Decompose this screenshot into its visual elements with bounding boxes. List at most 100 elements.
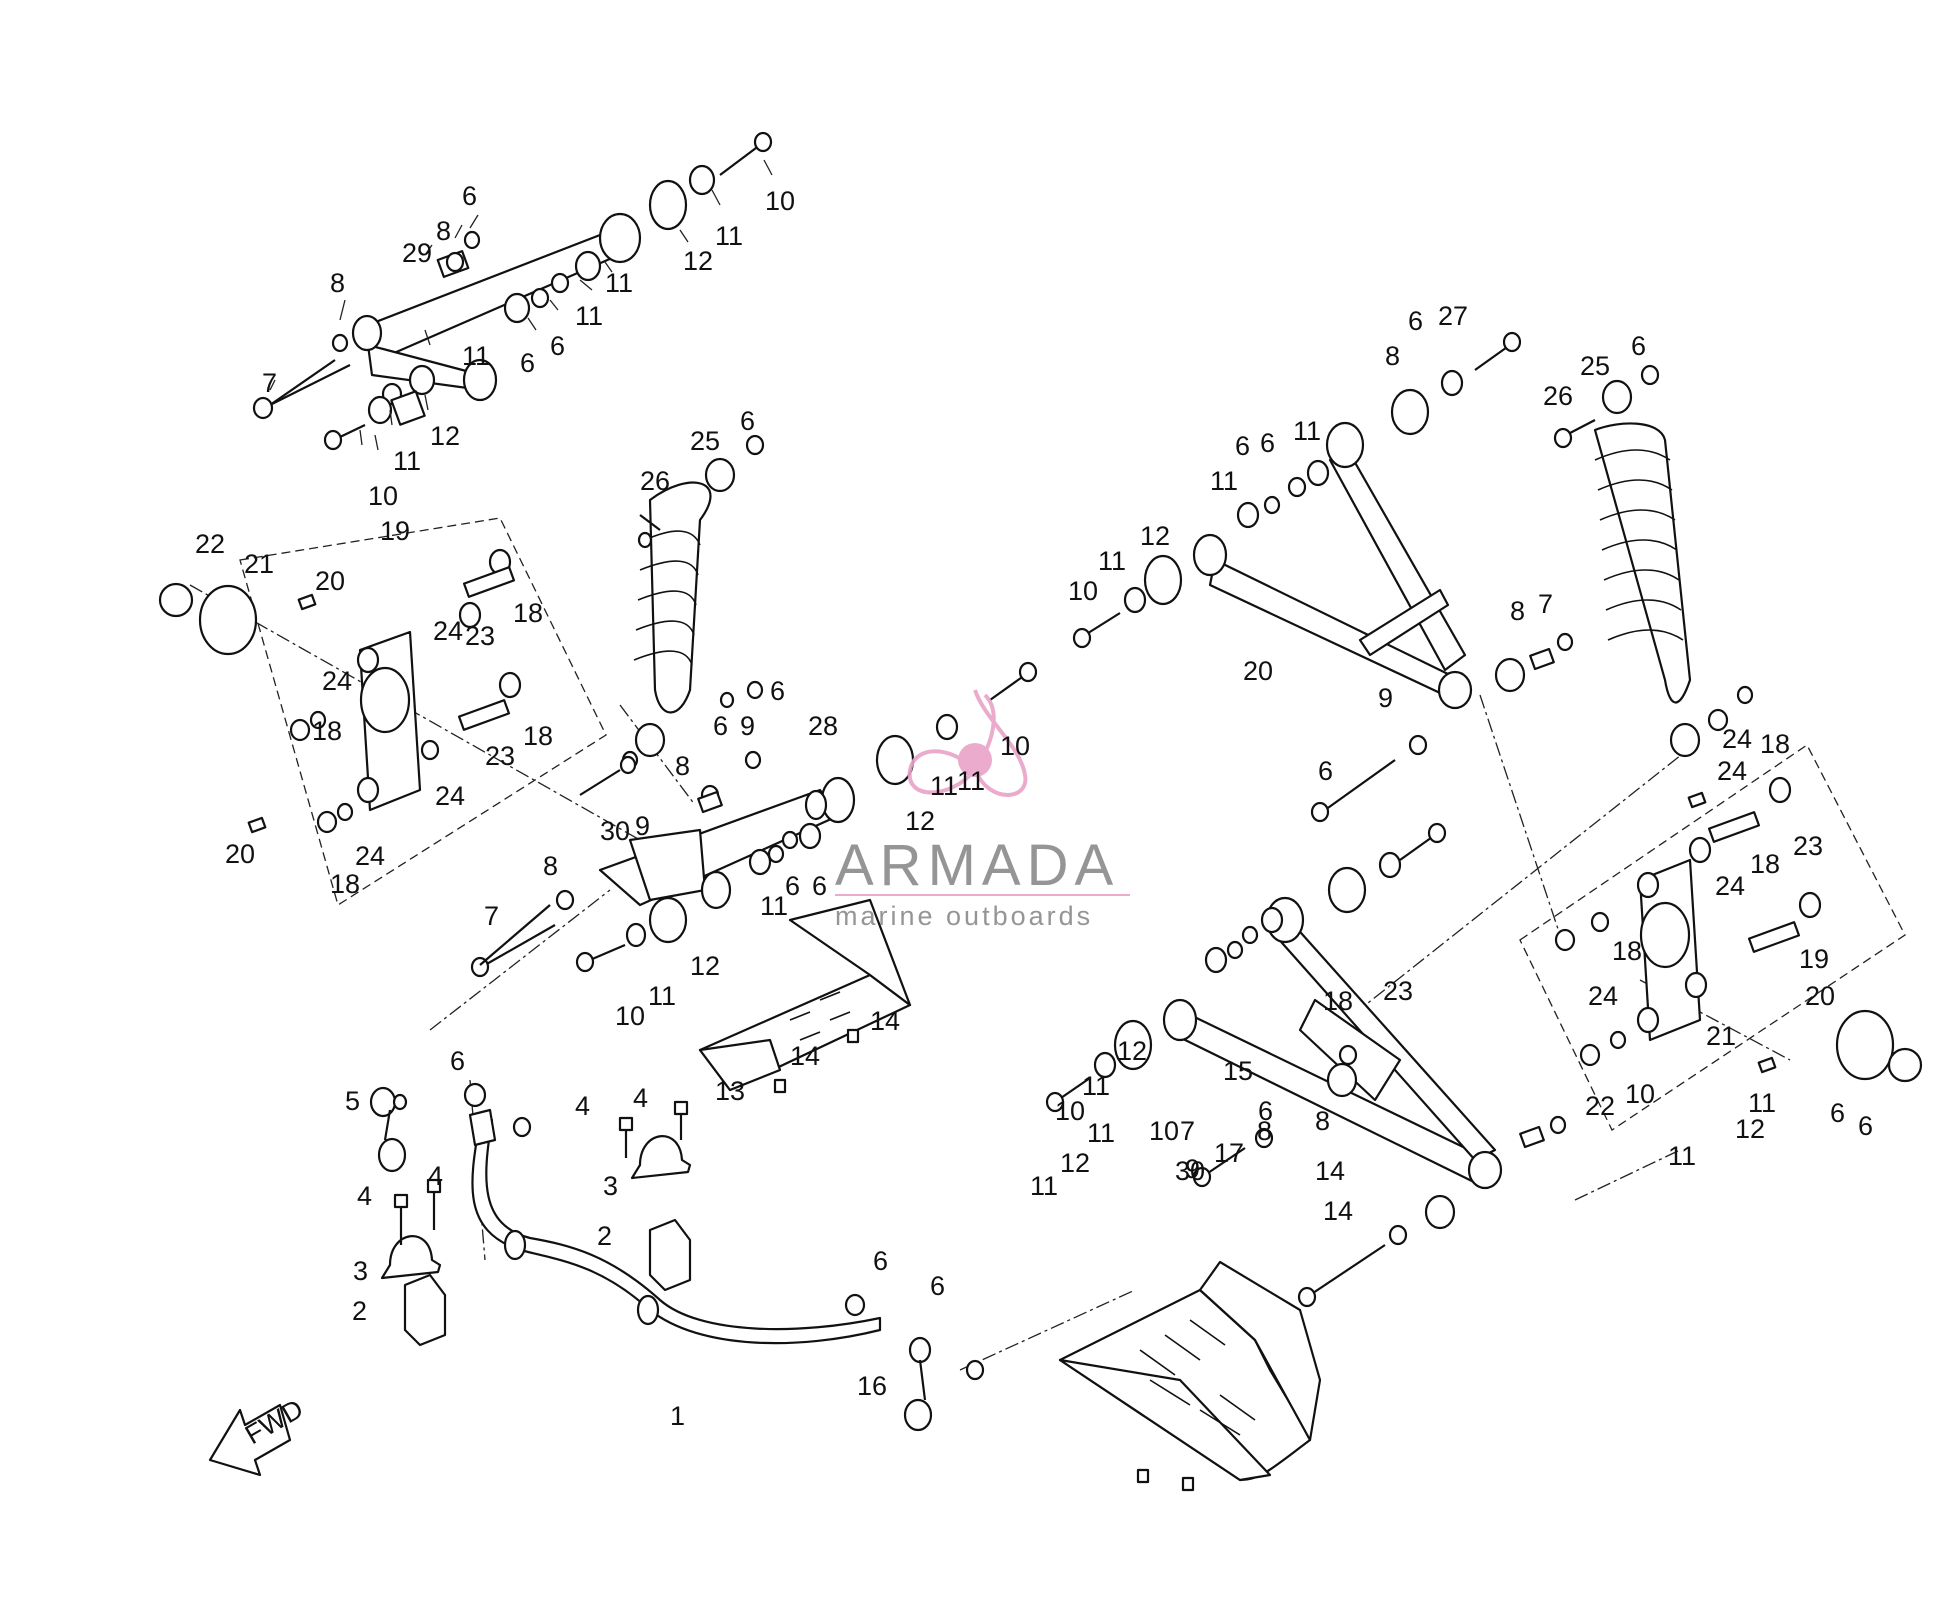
callout-label: 19: [380, 516, 410, 546]
callout-label: 9: [740, 711, 755, 741]
callout-label: 8: [1315, 1106, 1330, 1136]
callout-label: 6: [770, 676, 785, 706]
forward-arrow: FWD: [208, 1393, 308, 1477]
callout-label: 10: [615, 1001, 645, 1031]
callout-label: 2: [597, 1221, 612, 1251]
callout-label: 10: [1000, 731, 1030, 761]
callout-label: 22: [195, 529, 225, 559]
callout-label: 14: [1323, 1196, 1353, 1226]
callout-label: 27: [1438, 301, 1468, 331]
callout-label: 17: [1214, 1138, 1244, 1168]
callout-label: 18: [513, 598, 543, 628]
callout-label: 6: [812, 871, 827, 901]
watermark-tagline: marine outboards: [835, 901, 1093, 931]
callout-label: 8: [1385, 341, 1400, 371]
callout-label: 24: [1715, 871, 1745, 901]
skid-plate-right: [1058, 1260, 1322, 1492]
callout-label: 11: [605, 268, 633, 298]
callout-label: 11: [957, 766, 985, 796]
callout-label: 11: [393, 446, 421, 476]
callout-label: 9: [1378, 683, 1393, 713]
callout-label: 6: [550, 331, 565, 361]
callout-label: 11: [1082, 1071, 1110, 1101]
callout-label: 24: [322, 666, 352, 696]
callout-label: 12: [1735, 1114, 1765, 1144]
callout-label: 6: [930, 1271, 945, 1301]
link-right: [903, 1336, 933, 1432]
callout-label: 24: [1722, 724, 1752, 754]
callout-label: 2: [352, 1296, 367, 1326]
callout-label: 6: [1858, 1111, 1873, 1141]
callout-label: 6: [1631, 331, 1646, 361]
callout-label: 28: [808, 711, 838, 741]
callout-label: 11: [1210, 466, 1238, 496]
callout-label: 11: [760, 891, 788, 921]
callout-label: 22: [1585, 1091, 1615, 1121]
upper-arm-right: [1072, 331, 1574, 823]
upper-arm-left: [252, 131, 773, 451]
callout-label: 18: [312, 716, 342, 746]
callout-label: 20: [225, 839, 255, 869]
callout-label: 21: [244, 549, 274, 579]
callout-label: 16: [857, 1371, 887, 1401]
callout-label: 11: [1668, 1141, 1696, 1171]
callout-label: 12: [690, 951, 720, 981]
callout-label: 18: [1612, 936, 1642, 966]
callout-label: 18: [330, 869, 360, 899]
callout-label: 6: [1408, 306, 1423, 336]
callout-label: 6: [873, 1246, 888, 1276]
callout-label: 18: [1750, 849, 1780, 879]
lower-arm-right: [1045, 822, 1567, 1308]
callout-label: 8: [543, 851, 558, 881]
callout-label: 8: [1510, 596, 1525, 626]
propeller-icon: [907, 689, 1028, 797]
callout-label: 6: [713, 711, 728, 741]
link-left: [369, 1086, 408, 1173]
callout-label: 8: [330, 268, 345, 298]
bolts-4: [393, 1100, 689, 1245]
callout-label: 11: [1293, 416, 1321, 446]
callout-label: 4: [357, 1181, 372, 1211]
callout-label: 8: [436, 216, 451, 246]
callout-label: 10: [765, 186, 795, 216]
watermark-brand: ARMADA: [835, 833, 1119, 898]
callout-label: 23: [485, 741, 515, 771]
callout-label: 29: [402, 238, 432, 268]
callout-label: 4: [633, 1083, 648, 1113]
callout-label: 11: [648, 981, 676, 1011]
callout-label: 12: [1140, 521, 1170, 551]
callout-label: 24: [433, 616, 463, 646]
callout-label: 11: [575, 301, 603, 331]
callout-label: 11: [1098, 546, 1126, 576]
callout-label: 6: [450, 1046, 465, 1076]
callout-label: 6: [1260, 428, 1275, 458]
callout-label: 18: [523, 721, 553, 751]
callout-label: 9: [1185, 1154, 1200, 1184]
clamp-right: [630, 1135, 692, 1180]
callout-label: 24: [355, 841, 385, 871]
callout-label: 10: [1068, 576, 1098, 606]
callout-label: 12: [683, 246, 713, 276]
callout-label: 24: [435, 781, 465, 811]
callout-label: 7: [1180, 1116, 1195, 1146]
callout-label: 4: [428, 1161, 443, 1191]
callout-label: 21: [1706, 1021, 1736, 1051]
callout-label: 20: [315, 566, 345, 596]
callout-label: 6: [740, 406, 755, 436]
callout-label: 20: [1243, 656, 1273, 686]
skid-plate-left: [698, 898, 912, 1094]
bushing-right: [648, 1218, 692, 1292]
front-stabilizer-bar: [463, 1082, 985, 1381]
callout-label: 11: [930, 771, 958, 801]
callout-label: 4: [575, 1091, 590, 1121]
callout-label: 30: [1175, 1156, 1205, 1186]
watermark: ARMADA marine outboards: [835, 689, 1130, 931]
callout-label: 6: [520, 348, 535, 378]
callout-label: 14: [1315, 1156, 1345, 1186]
shock-right: [1553, 364, 1754, 758]
callout-label: 23: [465, 621, 495, 651]
callout-label: 7: [1538, 589, 1553, 619]
callout-label: 26: [640, 466, 670, 496]
